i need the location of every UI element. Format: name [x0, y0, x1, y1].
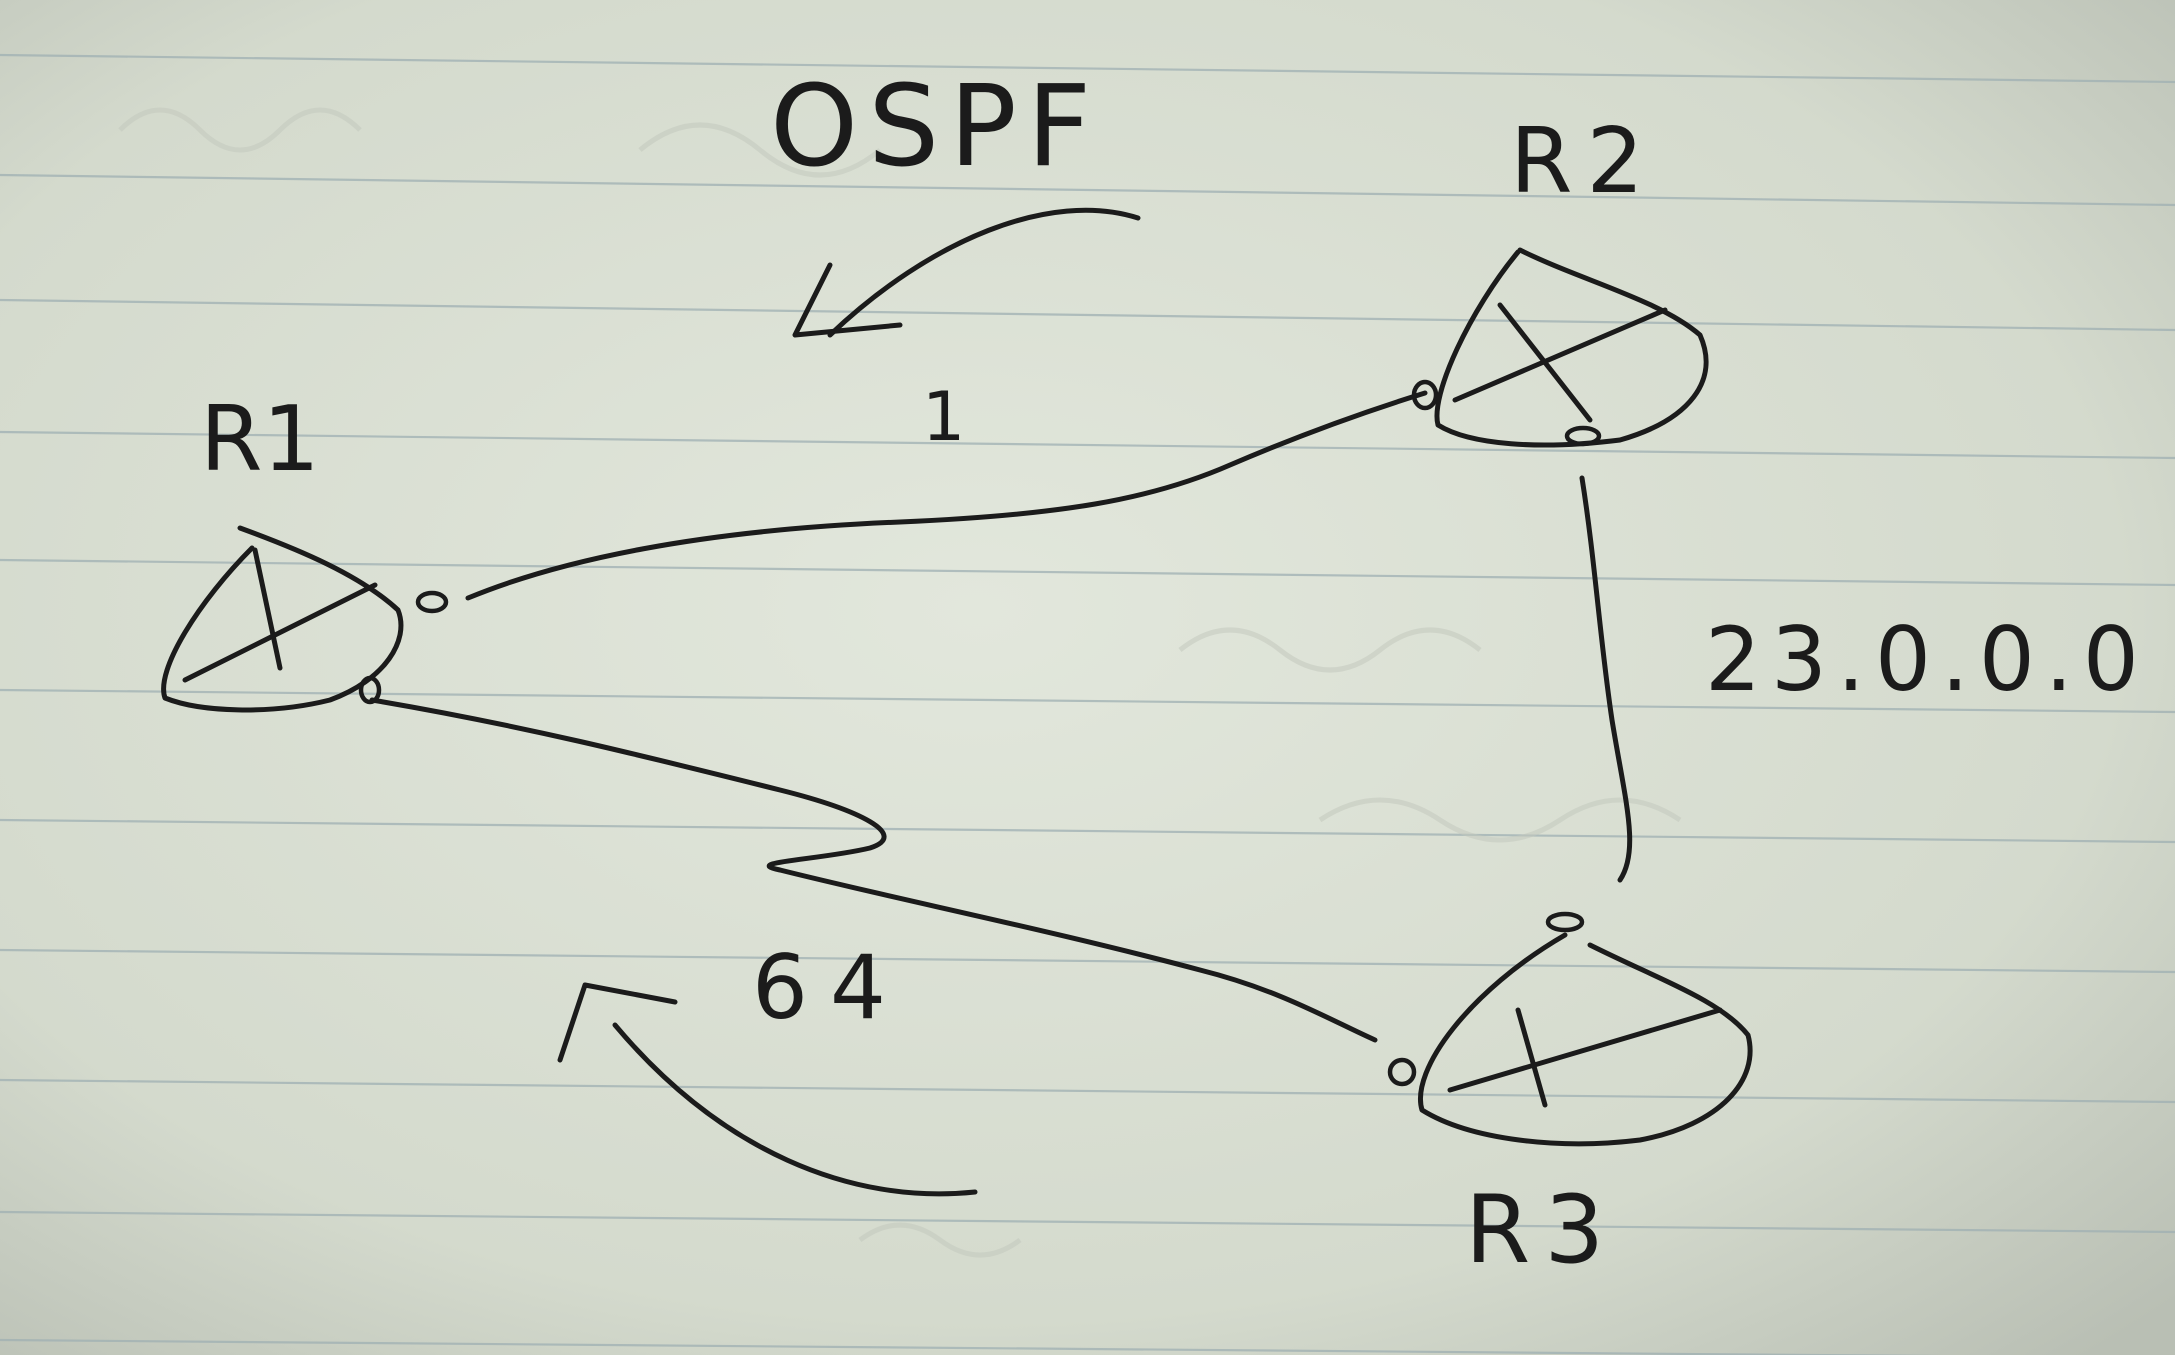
arrow-head-icon	[792, 262, 903, 338]
node-label-r1: R1	[200, 387, 320, 492]
arrow-head-icon	[557, 982, 678, 1063]
link-r2-r3	[1579, 475, 1633, 883]
node-label-r2: R2	[1510, 109, 1658, 214]
diagram-title: OSPF	[770, 62, 1101, 192]
router-icon	[1452, 307, 1668, 403]
link-r1-r3	[369, 697, 1378, 1043]
edge-label-r1-r2: 1	[922, 378, 965, 457]
router-r1	[161, 525, 404, 713]
router-icon	[1515, 1007, 1548, 1108]
interface-marker	[1387, 1057, 1417, 1087]
node-label-r3: R3	[1465, 1176, 1618, 1285]
links	[369, 390, 1633, 1043]
edge-label-r1-r3: 64	[752, 936, 908, 1039]
interface-marker	[1545, 911, 1585, 933]
interface-marker	[415, 590, 449, 614]
page-show-through	[118, 107, 1682, 1258]
arrow-curve	[612, 1022, 978, 1197]
router-icon	[252, 547, 283, 671]
router-icon	[1447, 1007, 1723, 1093]
interface-marker	[1411, 379, 1439, 411]
router-icon	[1434, 247, 1709, 448]
router-icon	[161, 525, 404, 713]
annotation-arrows	[557, 207, 1141, 1197]
router-icon	[182, 582, 378, 683]
link-r1-r2	[465, 390, 1428, 601]
edge-label-r2-r3: 23.0.0.0	[1705, 608, 2149, 711]
router-r2	[1434, 247, 1709, 448]
arrow-curve	[827, 207, 1141, 338]
router-r3	[1418, 932, 1753, 1147]
interface-markers	[358, 379, 1602, 1087]
ruled-lines	[0, 53, 2175, 1355]
